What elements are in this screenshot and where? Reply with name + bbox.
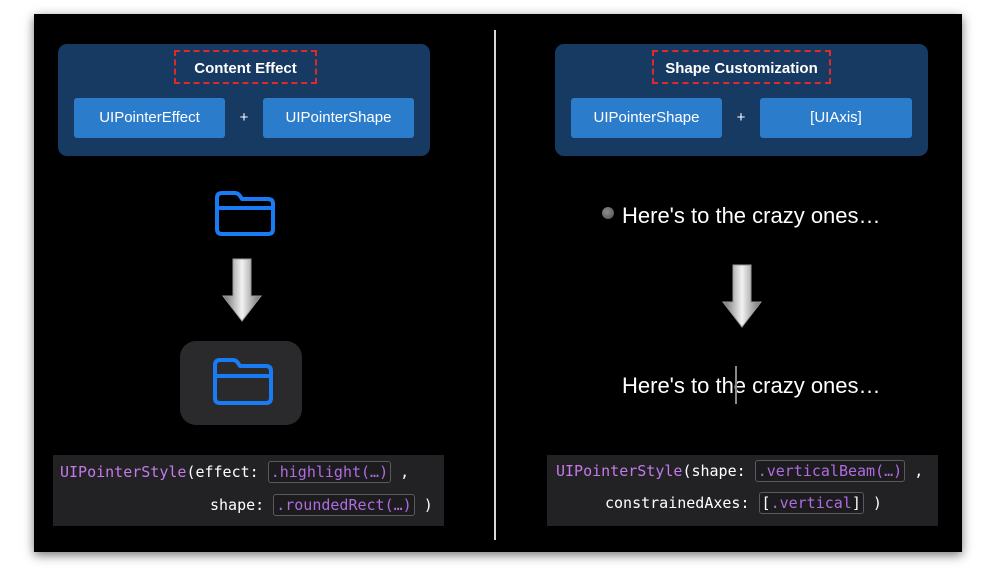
- plus-sign: +: [239, 109, 249, 126]
- code-line-2: constrainedAxes: [.vertical] ): [605, 491, 882, 515]
- code-token-box: [.vertical]: [758, 492, 864, 514]
- sample-text-before: Here's to the crazy ones…: [622, 203, 881, 228]
- panel-title: Shape Customization: [652, 50, 831, 84]
- slide-frame: Content Effect UIPointerEffect + UIPoint…: [34, 14, 962, 552]
- content-effect-panel: Content Effect UIPointerEffect + UIPoint…: [58, 44, 430, 156]
- code-token-box: .roundedRect(…): [273, 494, 415, 516]
- chip-uipointereffect: UIPointerEffect: [74, 98, 225, 138]
- code-token-box: .highlight(…): [267, 461, 392, 483]
- code-suffix: ): [872, 494, 882, 512]
- code-keyword: UIPointerStyle: [60, 463, 187, 481]
- panel-title: Content Effect: [174, 50, 317, 84]
- folder-icon: [213, 358, 273, 405]
- code-snippet-shape-customization: UIPointerStyle(shape: .verticalBeam(…) ,…: [547, 455, 938, 526]
- code-suffix: ,: [914, 462, 924, 480]
- plus-sign: +: [736, 109, 746, 126]
- center-divider: [494, 30, 496, 540]
- chip-uipointershape: UIPointerShape: [263, 98, 414, 138]
- code-arg: shape:: [210, 496, 265, 514]
- down-arrow-icon: [222, 258, 262, 322]
- down-arrow-icon: [722, 264, 762, 328]
- code-line-1: UIPointerStyle(effect: .highlight(…) ,: [60, 460, 409, 484]
- code-suffix: ): [423, 496, 433, 514]
- code-line-2: shape: .roundedRect(…) ): [210, 493, 433, 517]
- code-suffix: ,: [400, 463, 410, 481]
- code-keyword: UIPointerStyle: [556, 462, 683, 480]
- code-snippet-content-effect: UIPointerStyle(effect: .highlight(…) , s…: [53, 455, 444, 526]
- highlight-tile: [180, 341, 302, 425]
- code-arg: (shape:: [682, 462, 746, 480]
- code-arg: (effect:: [186, 463, 259, 481]
- chip-uiaxis: [UIAxis]: [760, 98, 912, 138]
- pointer-dot-icon: [602, 207, 614, 219]
- vertical-beam-icon: [735, 366, 737, 404]
- sample-text-after: Here's to the crazy ones…: [622, 373, 881, 398]
- code-arg: constrainedAxes:: [605, 494, 750, 512]
- code-line-1: UIPointerStyle(shape: .verticalBeam(…) ,: [556, 459, 923, 483]
- chip-uipointershape: UIPointerShape: [571, 98, 722, 138]
- code-token-box: .verticalBeam(…): [754, 460, 906, 482]
- folder-icon: [215, 191, 275, 236]
- shape-customization-panel: Shape Customization UIPointerShape + [UI…: [555, 44, 928, 156]
